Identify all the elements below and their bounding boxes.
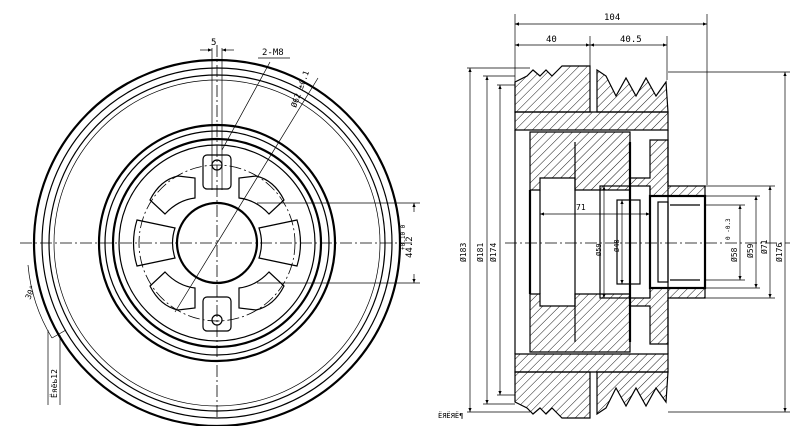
dim-d176: Ø176 [774, 243, 784, 262]
dim-d174: Ø174 [488, 243, 498, 262]
front-note: Ёяёь12 [49, 369, 59, 398]
pulley-bottom-left [514, 371, 591, 419]
bore-inner-2 [616, 199, 641, 285]
rubber-top [514, 111, 669, 131]
section-view: 104 40 40.5 Ø183 Ø181 Ø174 [438, 13, 790, 420]
dim-d59: Ø59 [745, 243, 755, 258]
diag-line [174, 77, 319, 313]
window-bottom-left [149, 271, 196, 311]
dim-d59-bore: Ø59 [595, 243, 603, 256]
dim-d58-tol: 0 -0.3 [725, 218, 732, 240]
hub-nose [648, 194, 707, 290]
window-right [258, 219, 302, 267]
dim-bore-width: 44.2 [405, 236, 415, 258]
dim-angle: 30° [24, 284, 38, 301]
dim-overall-width: 104 [604, 13, 620, 23]
dim-d71: Ø71 [759, 239, 769, 254]
dim-slot-width: 5 [211, 38, 216, 48]
footer-mark: ЁЯЁЯЁ¶ [438, 411, 463, 420]
diag-leader [221, 61, 271, 151]
pulley-bottom-right [596, 371, 669, 416]
dim-d58: Ø58 [729, 247, 739, 262]
dim-d181: Ø181 [475, 243, 485, 262]
dim-w40: 40 [546, 35, 557, 45]
pulley-top-right [596, 68, 669, 113]
rubber-bottom [514, 353, 669, 373]
bore-inner [599, 185, 631, 299]
hub-nose-inner [657, 201, 669, 283]
dim-d48: Ø48 [613, 239, 621, 252]
dim-d183: Ø183 [458, 243, 468, 262]
dim-d71-inner: 71 [576, 203, 586, 212]
dim-holes: 2-M8 [262, 48, 284, 58]
dim-w40-5: 40.5 [620, 35, 642, 45]
pulley-top-left [514, 65, 591, 113]
front-view: 5 2-M8 Ø62 ±0.1 44.2 +0.10 0 30° Ёяёь12 [20, 38, 420, 426]
window-left [132, 219, 176, 267]
window-top [149, 175, 196, 215]
window-top-right [238, 175, 285, 215]
dim-bore-tol: +0.10 0 [400, 224, 407, 250]
window-bottom-right [238, 271, 285, 311]
